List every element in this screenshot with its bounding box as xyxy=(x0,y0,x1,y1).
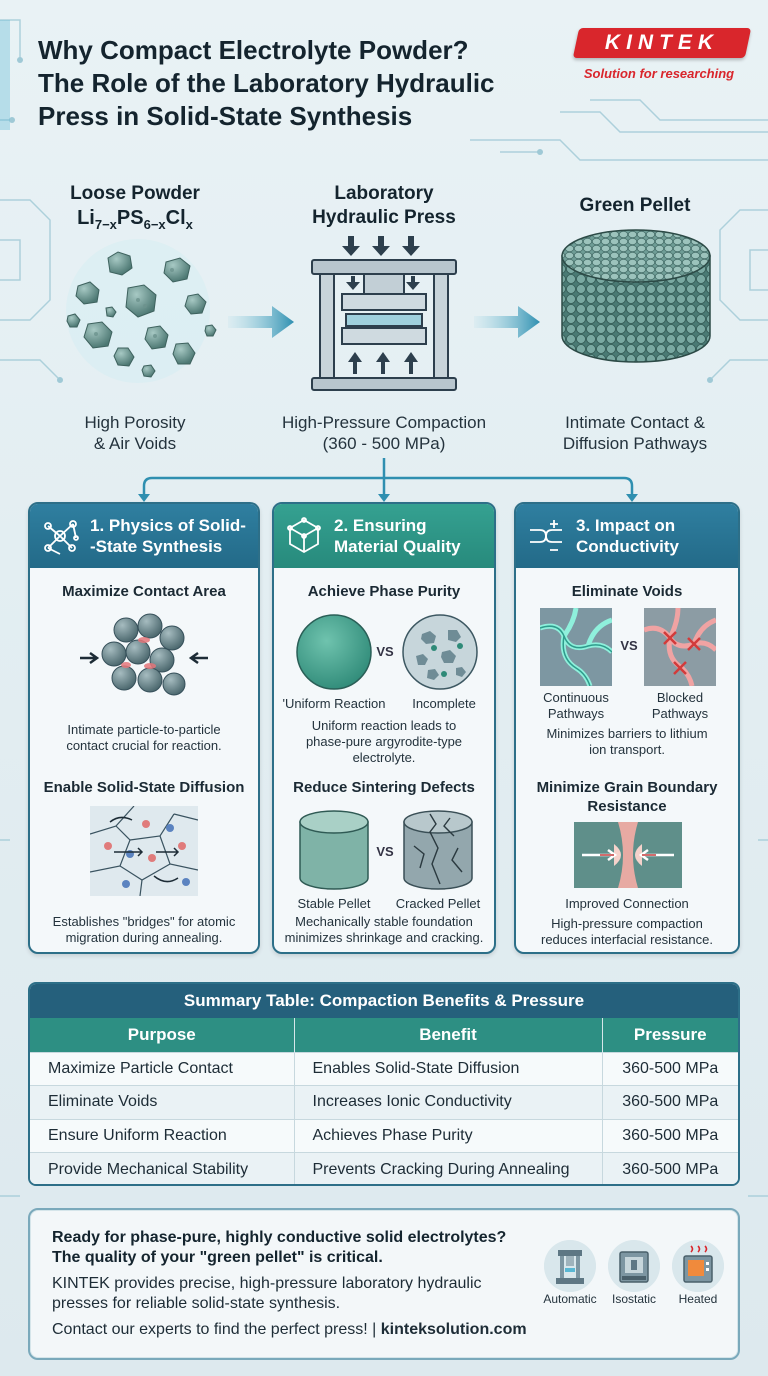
continuous-pathways-label: Continuous Pathways xyxy=(543,690,609,721)
molecule-network-icon xyxy=(44,520,79,555)
press-title: Laboratory Hydraulic Press xyxy=(312,183,456,228)
grain-boundary-title: Minimize Grain Boundary Resistance xyxy=(536,779,718,815)
cube-structure-icon xyxy=(287,517,321,554)
summary-grid: Purpose Benefit Pressure Maximize Partic… xyxy=(30,1018,738,1184)
ion-flow-icon xyxy=(530,520,562,551)
atomic-diffusion-illustration xyxy=(90,806,198,896)
automatic-press-icon xyxy=(544,1240,596,1292)
blocked-pathways-label: Blocked Pathways xyxy=(651,690,709,721)
cracked-pellet-illustration xyxy=(403,810,473,890)
sintering-defects-title: Reduce Sintering Defects xyxy=(293,779,475,796)
cta-contact: Contact our experts to find the perfect … xyxy=(52,1321,527,1338)
cell-pressure: 360-500 MPa xyxy=(602,1085,738,1119)
branch-connector xyxy=(138,458,638,502)
grain-boundary-illustration xyxy=(574,822,682,888)
green-pellet-title: Green Pellet xyxy=(579,195,691,216)
blocked-pathways-illustration xyxy=(644,608,716,686)
sintering-defects-text: Mechanically stable foundation minimizes… xyxy=(284,914,484,945)
page-title: Why Compact Electrolyte Powder? The Role… xyxy=(38,34,558,133)
uniform-reaction-label: 'Uniform Reaction xyxy=(282,696,386,711)
logo-wordmark: KINTEK xyxy=(604,31,720,54)
cracked-pellet-label: Cracked Pellet xyxy=(395,896,481,911)
panel-quality-header: 2. Ensuring Material Quality xyxy=(274,504,494,568)
uniform-reaction-illustration xyxy=(296,614,372,690)
press-caption: High-Pressure Compaction (360 - 500 MPa) xyxy=(281,413,487,453)
product-automatic[interactable]: Automatic xyxy=(540,1240,600,1306)
incomplete-label: Incomplete xyxy=(412,696,476,711)
panel-conductivity: 3. Impact on Conductivity Eliminate Void… xyxy=(514,502,740,954)
hydraulic-press-illustration xyxy=(311,236,457,391)
green-pellet-illustration xyxy=(561,229,711,363)
panel-conductivity-header: 3. Impact on Conductivity xyxy=(516,504,738,568)
summary-table: Summary Table: Compaction Benefits & Pre… xyxy=(28,982,740,1186)
continuous-pathways-illustration xyxy=(540,608,612,686)
cell-pressure: 360-500 MPa xyxy=(602,1051,738,1086)
summary-table-title: Summary Table: Compaction Benefits & Pre… xyxy=(30,984,738,1018)
cell-pressure: 360-500 MPa xyxy=(602,1118,738,1153)
table-row: Maximize Particle Contact Enables Solid-… xyxy=(30,1051,738,1086)
logo-tagline: Solution for researching xyxy=(583,66,735,81)
vs-label: VS xyxy=(620,638,638,653)
eliminate-voids-title: Eliminate Voids xyxy=(571,583,683,600)
diffusion-title: Enable Solid-State Diffusion xyxy=(43,779,245,796)
table-row: Provide Mechanical Stability Prevents Cr… xyxy=(30,1152,738,1184)
green-pellet-caption: Intimate Contact & Diffusion Pathways xyxy=(562,413,708,453)
cta-headline-1: Ready for phase-pure, highly conductive … xyxy=(52,1229,507,1246)
title-line-1: Why Compact Electrolyte Powder? xyxy=(38,35,469,65)
cell-purpose: Eliminate Voids xyxy=(30,1085,295,1119)
cta-body-1: KINTEK provides precise, high-pressure l… xyxy=(52,1275,482,1292)
column-header-benefit: Benefit xyxy=(294,1018,603,1052)
panel-physics-header: 1. Physics of Solid- -State Synthesis xyxy=(30,504,258,568)
cta-body-2: presses for reliable solid-state synthes… xyxy=(52,1295,341,1312)
stable-pellet-label: Stable Pellet xyxy=(297,896,371,911)
eliminate-voids-text: Minimizes barriers to lithium ion transp… xyxy=(546,726,708,757)
loose-powder-title: Loose Powder Li7−xPS6−xClx xyxy=(40,182,230,237)
column-header-purpose: Purpose xyxy=(30,1018,295,1052)
phase-purity-title: Achieve Phase Purity xyxy=(307,583,461,600)
product-heated[interactable]: Heated xyxy=(668,1240,728,1306)
cell-benefit: Achieves Phase Purity xyxy=(294,1118,603,1153)
website-link[interactable]: kinteksolution.com xyxy=(380,1321,527,1338)
incomplete-reaction-illustration xyxy=(402,614,478,690)
column-header-pressure: Pressure xyxy=(602,1018,738,1052)
product-heated-label: Heated xyxy=(678,1292,718,1306)
loose-powder-caption: High Porosity & Air Voids xyxy=(84,413,186,453)
vs-label: VS xyxy=(376,644,394,659)
flow-arrow-icon xyxy=(228,306,294,338)
electrolyte-formula: Li7−xPS6−xClx xyxy=(77,207,193,232)
title-line-3: Press in Solid-State Synthesis xyxy=(38,101,413,131)
contact-area-title: Maximize Contact Area xyxy=(62,583,226,600)
improved-connection-label: Improved Connection xyxy=(565,896,689,911)
particle-contact-illustration xyxy=(80,613,208,696)
vs-label: VS xyxy=(376,844,394,859)
table-row: Ensure Uniform Reaction Achieves Phase P… xyxy=(30,1118,738,1153)
cell-benefit: Increases Ionic Conductivity xyxy=(294,1085,603,1119)
grain-boundary-text: High-pressure compaction reduces interfa… xyxy=(541,916,713,947)
isostatic-press-icon xyxy=(608,1240,660,1292)
cta-box: Ready for phase-pure, highly conductive … xyxy=(28,1208,740,1360)
flow-arrow-icon xyxy=(474,306,540,338)
cell-benefit: Enables Solid-State Diffusion xyxy=(294,1051,603,1086)
cta-text: Ready for phase-pure, highly conductive … xyxy=(52,1228,552,1340)
title-line-2: The Role of the Laboratory Hydraulic xyxy=(38,68,495,98)
product-isostatic-label: Isostatic xyxy=(611,1292,656,1306)
product-automatic-label: Automatic xyxy=(543,1292,597,1306)
panel-quality: 2. Ensuring Material Quality Achieve Pha… xyxy=(272,502,496,954)
panel-physics: 1. Physics of Solid- -State Synthesis Ma… xyxy=(28,502,260,954)
product-isostatic[interactable]: Isostatic xyxy=(604,1240,664,1306)
cell-benefit: Prevents Cracking During Annealing xyxy=(294,1152,603,1184)
contact-area-text: Intimate particle-to-particle contact cr… xyxy=(66,722,222,753)
phase-purity-text: Uniform reaction leads to phase-pure arg… xyxy=(305,718,463,765)
cell-purpose: Ensure Uniform Reaction xyxy=(30,1118,295,1153)
table-row: Eliminate Voids Increases Ionic Conducti… xyxy=(30,1085,738,1119)
heated-press-icon xyxy=(672,1240,724,1292)
cell-purpose: Provide Mechanical Stability xyxy=(30,1152,295,1184)
kintek-logo[interactable]: KINTEK Solution for researching xyxy=(568,28,752,88)
cell-pressure: 360-500 MPa xyxy=(602,1152,738,1184)
cta-headline-2: The quality of your "green pellet" is cr… xyxy=(52,1249,383,1266)
cell-purpose: Maximize Particle Contact xyxy=(30,1051,295,1086)
diffusion-text: Establishes "bridges" for atomic migrati… xyxy=(52,914,236,945)
loose-powder-illustration xyxy=(66,239,217,383)
stable-pellet-illustration xyxy=(299,810,369,890)
